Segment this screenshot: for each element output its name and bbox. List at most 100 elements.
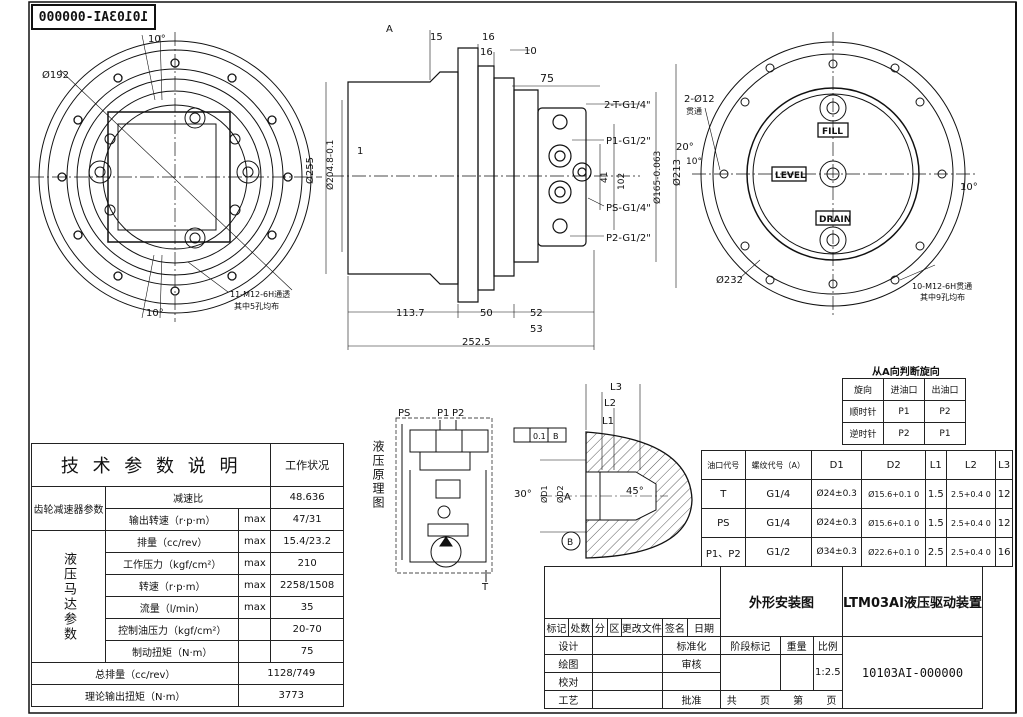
front-callout-1: 11-M12-6H通透 bbox=[230, 289, 290, 299]
rotation-cell: 逆时针 bbox=[842, 422, 884, 445]
port-label-p2: P2-G1/2" bbox=[606, 233, 651, 244]
detail-datum-b: B bbox=[567, 538, 573, 548]
stage-mark-cell bbox=[720, 654, 781, 691]
detail-tolerance: 0.1 bbox=[533, 432, 546, 441]
rotation-header-dir: 旋向 bbox=[842, 378, 884, 401]
schematic-title: 液压原理图 bbox=[371, 440, 385, 510]
table-row: 逆时针 P2 P1 bbox=[842, 422, 966, 445]
role-signature bbox=[591, 636, 663, 655]
side-dim-113-7: 113.7 bbox=[396, 308, 425, 319]
spec-label: 控制油压力（kgf/cm²） bbox=[104, 618, 240, 641]
front-angle-top: 10° bbox=[148, 34, 166, 45]
dim-cell: P1、P2 bbox=[701, 537, 746, 567]
spec-value: 3773 bbox=[238, 684, 344, 707]
table-row: P1、P2 G1/2 Ø34±0.3 Ø22.6+0.1 0 2.5 2.5+0… bbox=[701, 537, 1013, 567]
spec-value: 47/31 bbox=[270, 508, 344, 531]
table-row: 技 术 参 数 说 明 工作状况 bbox=[30, 443, 344, 487]
side-dim-spigot: Ø165-0.063 bbox=[652, 151, 663, 204]
scale-value: 1:2.5 bbox=[812, 654, 843, 691]
detail-d2: ØD2 bbox=[555, 485, 565, 503]
dim-cell: 16 bbox=[995, 537, 1013, 567]
dim-cell: 2.5 bbox=[924, 537, 947, 567]
sheet-count-cell: 共 页 第 页 bbox=[720, 690, 843, 709]
side-dim-flange: Ø213 bbox=[671, 159, 683, 186]
spec-label: 减速比 bbox=[104, 486, 272, 509]
dim-header: D2 bbox=[861, 450, 926, 480]
spec-label: 流量（l/min） bbox=[104, 596, 240, 619]
technical-spec-table: 技 术 参 数 说 明 工作状况 齿轮减速器参数 减速比 48.636 输出转速… bbox=[30, 443, 344, 707]
spec-unit: max bbox=[238, 530, 272, 553]
sheet-total: 共 bbox=[726, 696, 737, 707]
spec-label: 理论输出扭矩（N·m） bbox=[30, 684, 240, 707]
dim-cell: 1.5 bbox=[924, 479, 947, 509]
change-header: 分 bbox=[591, 618, 608, 637]
side-dim-pilot-dia: Ø204.8-0.1 bbox=[325, 140, 336, 190]
side-dim-50: 50 bbox=[480, 308, 493, 319]
dim-header: 油口代号 bbox=[701, 450, 746, 480]
side-dim-top-2: 16 bbox=[482, 32, 495, 43]
spec-value: 75 bbox=[270, 640, 344, 663]
spec-unit: max bbox=[238, 574, 272, 597]
stage-mark-label: 阶段标记 bbox=[720, 636, 781, 655]
rotation-cell: P2 bbox=[883, 422, 925, 445]
drawing-code-stamp: 10103AI-000000 bbox=[31, 4, 156, 30]
table-row: 绘图 审核 1:2.5 bbox=[544, 654, 983, 691]
rear-callout-1: 10-M12-6H贯通 bbox=[912, 281, 972, 291]
rotation-cell: P1 bbox=[883, 400, 925, 423]
spec-label: 制动扭矩（N·m） bbox=[104, 640, 240, 663]
spec-motor-group: 液压马达参数 bbox=[60, 551, 76, 642]
role-label: 工艺 bbox=[544, 690, 593, 709]
front-view bbox=[30, 32, 322, 322]
change-header: 日期 bbox=[686, 618, 722, 637]
dim-cell: Ø15.6+0.1 0 bbox=[861, 508, 926, 538]
spec-condition-header: 工作状况 bbox=[270, 443, 344, 487]
spec-unit: max bbox=[238, 508, 272, 531]
detail-l1: L1 bbox=[602, 416, 614, 427]
rear-angle-10-right: 10° bbox=[960, 182, 978, 193]
table-row: 标记 处数 分 区 更改文件 签名 日期 bbox=[544, 618, 983, 637]
table-row: 旋向 进油口 出油口 bbox=[842, 378, 966, 401]
rotation-cell: 顺时针 bbox=[842, 400, 884, 423]
title-block-blank bbox=[543, 566, 722, 619]
rotation-cell: P2 bbox=[924, 400, 966, 423]
spec-unit bbox=[238, 640, 272, 663]
table-row: 液压马达参数 排量（cc/rev） max 15.4/23.2 bbox=[31, 530, 344, 663]
dim-cell: 2.5+0.4 0 bbox=[945, 479, 997, 509]
role-signature bbox=[591, 672, 663, 691]
product-name: LTM03AI液压驱动装置 bbox=[841, 566, 984, 637]
dim-cell: Ø24±0.3 bbox=[810, 508, 863, 538]
spec-label: 排量（cc/rev） bbox=[104, 530, 240, 553]
port-dimension-table: 油口代号 螺纹代号（A） D1 D2 L1 L2 L3 T G1/4 Ø24±0… bbox=[701, 450, 1013, 567]
spec-label: 转速（r·p·m） bbox=[104, 574, 240, 597]
table-row: 工艺 批准 共 页 第 页 bbox=[544, 690, 983, 709]
role-signature bbox=[591, 690, 663, 709]
spec-label: 输出转速（r·p·m） bbox=[104, 508, 240, 531]
schematic-labels: PS P1 P2 T bbox=[398, 408, 489, 593]
approval-label: 标准化 bbox=[661, 636, 722, 655]
side-dim-top-1: 15 bbox=[430, 32, 443, 43]
dim-cell: G1/2 bbox=[744, 537, 812, 567]
spec-unit: max bbox=[238, 596, 272, 619]
dim-cell: Ø22.6+0.1 0 bbox=[861, 537, 926, 567]
table-row: 总排量（cc/rev） 1128/749 bbox=[30, 662, 344, 685]
spec-label: 工作压力（kgf/cm²） bbox=[104, 552, 240, 575]
weight-label: 重量 bbox=[779, 636, 814, 655]
rear-callout-2: 其中9孔均布 bbox=[920, 292, 965, 302]
table-row: 校对 bbox=[544, 672, 983, 691]
spec-value: 35 bbox=[270, 596, 344, 619]
title-block-code: 10103AI-000000 bbox=[841, 636, 984, 709]
rotation-header-outlet: 出油口 bbox=[924, 378, 966, 401]
section-mark-a: A bbox=[386, 24, 393, 35]
dim-header: 螺纹代号（A） bbox=[744, 450, 812, 480]
spec-value: 1128/749 bbox=[238, 662, 344, 685]
detail-thread-a: A bbox=[564, 492, 571, 503]
role-label: 校对 bbox=[544, 672, 593, 691]
dim-header: L2 bbox=[945, 450, 997, 480]
spec-table-title: 技 术 参 数 说 明 bbox=[30, 443, 272, 487]
schematic-port-t: T bbox=[481, 582, 489, 593]
spec-unit bbox=[238, 618, 272, 641]
detail-datum: B bbox=[553, 432, 559, 441]
dim-header: L3 bbox=[995, 450, 1013, 480]
table-row: 设计 标准化 阶段标记 重量 比例 10103AI-000000 bbox=[544, 636, 984, 709]
change-header: 更改文件 bbox=[620, 618, 663, 637]
